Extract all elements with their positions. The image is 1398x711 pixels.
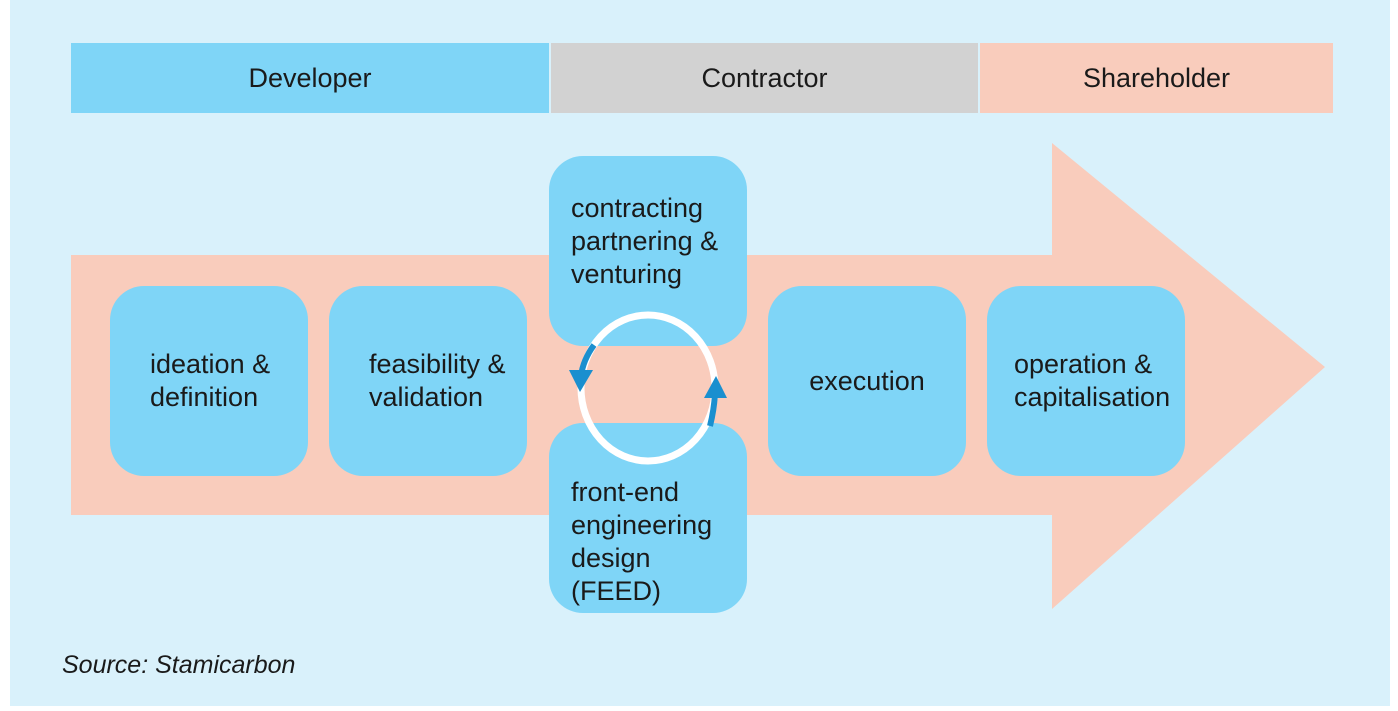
stage-execution: execution [768, 286, 966, 476]
stage-feasibility-validation: feasibility & validation [329, 286, 527, 476]
phase-shareholder-label: Shareholder [1082, 62, 1231, 93]
cycle-arrowhead-left-icon [569, 370, 593, 392]
stage-operation-label: operation & capitalisation [1014, 349, 1171, 412]
stage-operation-capitalisation: operation & capitalisation [987, 286, 1185, 476]
cycle-arrow-right [707, 393, 718, 427]
stage-feed-label: front-end engineering design (FEED) [571, 477, 713, 606]
process-arrow-shape [71, 143, 1325, 609]
cycle-ring [577, 311, 719, 465]
phase-contractor: Contractor [551, 43, 978, 113]
phase-developer: Developer [71, 43, 549, 113]
phase-developer-label: Developer [248, 62, 372, 93]
stage-ideation-definition: ideation & definition [110, 286, 308, 476]
stage-ideation-label: ideation & definition [150, 349, 271, 412]
source-caption: Source: Stamicarbon [62, 651, 296, 679]
phase-contractor-label: Contractor [701, 62, 828, 93]
phase-shareholder: Shareholder [980, 43, 1333, 113]
stage-contracting-label: contracting partnering & venturing [571, 193, 719, 289]
cycle-arrowhead-right-icon [704, 376, 727, 398]
stage-execution-label: execution [809, 365, 925, 396]
stage-feasibility-label: feasibility & validation [369, 349, 506, 412]
stage-feed: front-end engineering design (FEED) [549, 423, 747, 613]
